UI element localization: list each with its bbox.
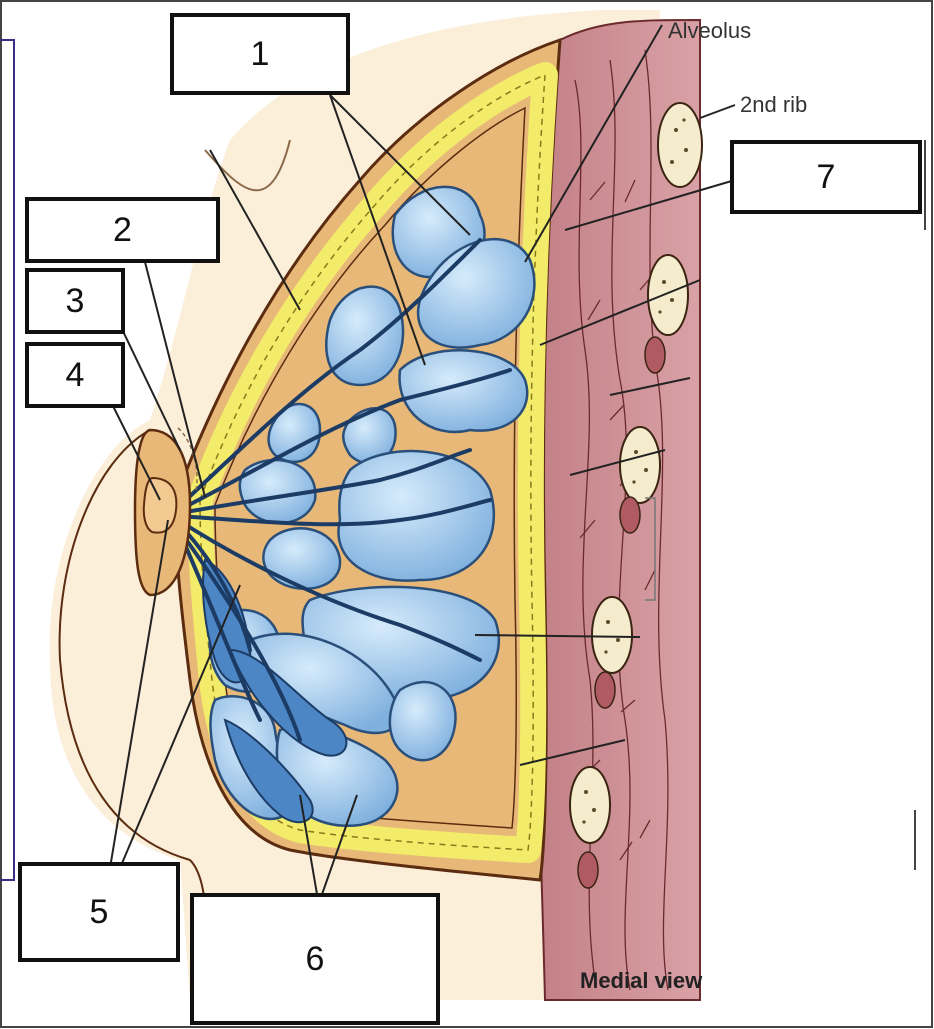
lobule	[400, 350, 528, 432]
label-box-7: 7	[730, 140, 922, 214]
rib-3	[648, 255, 688, 335]
label-box-4: 4	[25, 342, 125, 408]
view-label: Medial view	[580, 968, 702, 994]
rib-2	[658, 103, 702, 187]
label-box-2: 2	[25, 197, 220, 263]
label-box-6: 6	[190, 893, 440, 1025]
intercostal-vessel-2	[620, 497, 640, 533]
rib-4	[620, 427, 660, 503]
rib-5	[592, 597, 632, 673]
nipple	[144, 478, 177, 533]
intercostal-vessel-4	[578, 852, 598, 888]
alveolus-label: Alveolus	[668, 18, 751, 44]
label-box-3: 3	[25, 268, 125, 334]
lobule	[263, 528, 340, 589]
rib-6	[570, 767, 610, 843]
label-box-5: 5	[18, 862, 180, 962]
bracket-line	[0, 40, 14, 880]
rib-label: 2nd rib	[740, 92, 807, 118]
intercostal-vessel-3	[595, 672, 615, 708]
lobule	[390, 682, 456, 760]
label-box-1: 1	[170, 13, 350, 95]
leader-rib	[700, 105, 735, 118]
intercostal-vessel	[645, 337, 665, 373]
